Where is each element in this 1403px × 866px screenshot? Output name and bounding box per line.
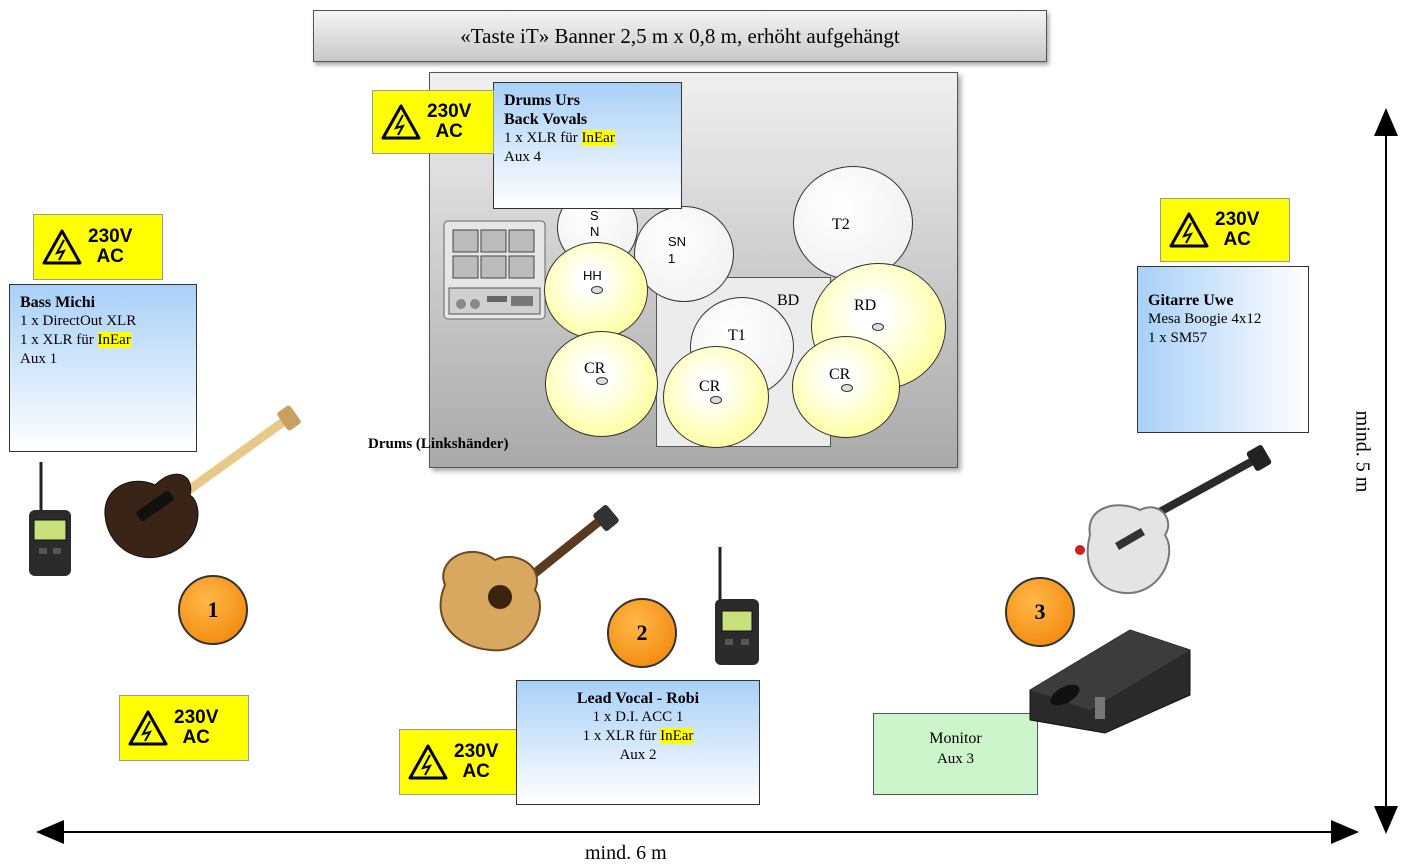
crash-right-mount — [841, 384, 853, 392]
high-voltage-icon — [408, 744, 448, 780]
t2-label: T2 — [832, 216, 850, 233]
vocal-line-2-text: 1 x XLR für — [582, 728, 661, 744]
guitar-line-2: 1 x SM57 — [1148, 330, 1208, 346]
vocal-info-box: Lead Vocal - Robi 1 x D.I. ACC 1 1 x XLR… — [516, 680, 760, 805]
bass-guitar-icon — [104, 405, 301, 559]
high-voltage-icon — [381, 104, 421, 140]
electric-guitar-icon — [1075, 445, 1272, 595]
vocal-line-1: 1 x D.I. ACC 1 — [592, 709, 684, 725]
drums-line-1: 1 x XLR für InEar — [504, 129, 671, 148]
snare-label-s: S — [590, 208, 599, 223]
drums-title-2: Back Vovals — [504, 111, 588, 128]
high-voltage-icon — [42, 229, 82, 265]
inear-receiver-icon — [715, 547, 759, 665]
drums-title-1: Drums Urs — [504, 92, 580, 109]
snare-label-n: N — [590, 224, 600, 239]
bd-label: BD — [777, 292, 800, 309]
inear-receiver-icon — [29, 462, 71, 576]
tom-2 — [793, 166, 913, 280]
depth-dimension-label: mind. 5 m — [1351, 410, 1374, 493]
drums-line-1-text: 1 x XLR für — [504, 130, 582, 146]
drums-info-box: Drums Urs Back Vovals 1 x XLR für InEar … — [493, 82, 682, 209]
ride-mount — [872, 323, 884, 331]
cr-right-label: CR — [829, 366, 851, 383]
guitar-info-box: Gitarre Uwe Mesa Boogie 4x12 1 x SM57 — [1137, 266, 1309, 433]
acoustic-guitar-icon — [439, 505, 619, 652]
position-marker-3: 3 — [1005, 577, 1075, 647]
snare-drum-2 — [634, 206, 734, 302]
warning-line-2: AC — [96, 246, 124, 267]
bass-title: Bass Michi — [20, 294, 96, 311]
bass-inear-highlight: InEar — [97, 332, 131, 348]
warning-line-2: AC — [182, 727, 210, 748]
sn1-label: SN — [668, 234, 687, 249]
vocal-inear-highlight: InEar — [660, 728, 694, 744]
warning-line-1: 230V — [427, 101, 472, 122]
t1-label: T1 — [728, 327, 746, 344]
hihat-mount — [591, 286, 603, 294]
bass-line-1: 1 x DirectOut XLR — [20, 313, 137, 329]
bass-info-box: Bass Michi 1 x DirectOut XLR 1 x XLR für… — [9, 284, 197, 452]
warning-line-2: AC — [1223, 229, 1251, 250]
banner: «Taste iT» Banner 2,5 m x 0,8 m, erhöht … — [313, 10, 1047, 62]
vocal-line-3: Aux 2 — [619, 747, 657, 763]
cr-mid-label: CR — [699, 378, 721, 395]
high-voltage-icon — [1169, 212, 1209, 248]
monitor-info-box: Monitor Aux 3 — [873, 713, 1038, 795]
crash-left-mount — [596, 377, 608, 385]
warning-line-1: 230V — [174, 707, 219, 728]
monitor-title: Monitor — [929, 730, 982, 747]
cr-left-label: CR — [584, 360, 606, 377]
warning-line-1: 230V — [1215, 209, 1260, 230]
rd-label: RD — [854, 297, 877, 314]
position-marker-2: 2 — [607, 598, 677, 668]
guitar-title: Gitarre Uwe — [1148, 292, 1234, 309]
guitar-line-1: Mesa Boogie 4x12 — [1148, 311, 1262, 327]
sn1-label-num: 1 — [668, 251, 676, 266]
hh-label: HH — [583, 268, 602, 283]
vocal-title: Lead Vocal - Robi — [576, 690, 700, 707]
high-voltage-icon — [128, 710, 168, 746]
monitor-line-1: Aux 3 — [936, 751, 975, 767]
warning-line-2: AC — [462, 761, 490, 782]
position-marker-1: 1 — [178, 575, 248, 645]
bass-line-3: Aux 1 — [20, 351, 58, 367]
drums-label: Drums (Linkshänder) — [368, 436, 509, 452]
width-dimension-label: mind. 6 m — [585, 842, 667, 864]
drums-line-2: Aux 4 — [504, 149, 542, 165]
sample-pad-icon — [443, 220, 546, 320]
warning-line-1: 230V — [454, 741, 499, 762]
drums-inear-highlight: InEar — [581, 130, 615, 146]
vocal-line-2: 1 x XLR für InEar — [527, 727, 749, 746]
stage-monitor-icon — [1029, 629, 1191, 734]
crash-mid-mount — [710, 396, 722, 404]
bass-line-2-text: 1 x XLR für — [20, 332, 98, 348]
bass-line-2: 1 x XLR für InEar — [20, 331, 186, 350]
warning-line-2: AC — [435, 121, 463, 142]
warning-line-1: 230V — [88, 226, 133, 247]
